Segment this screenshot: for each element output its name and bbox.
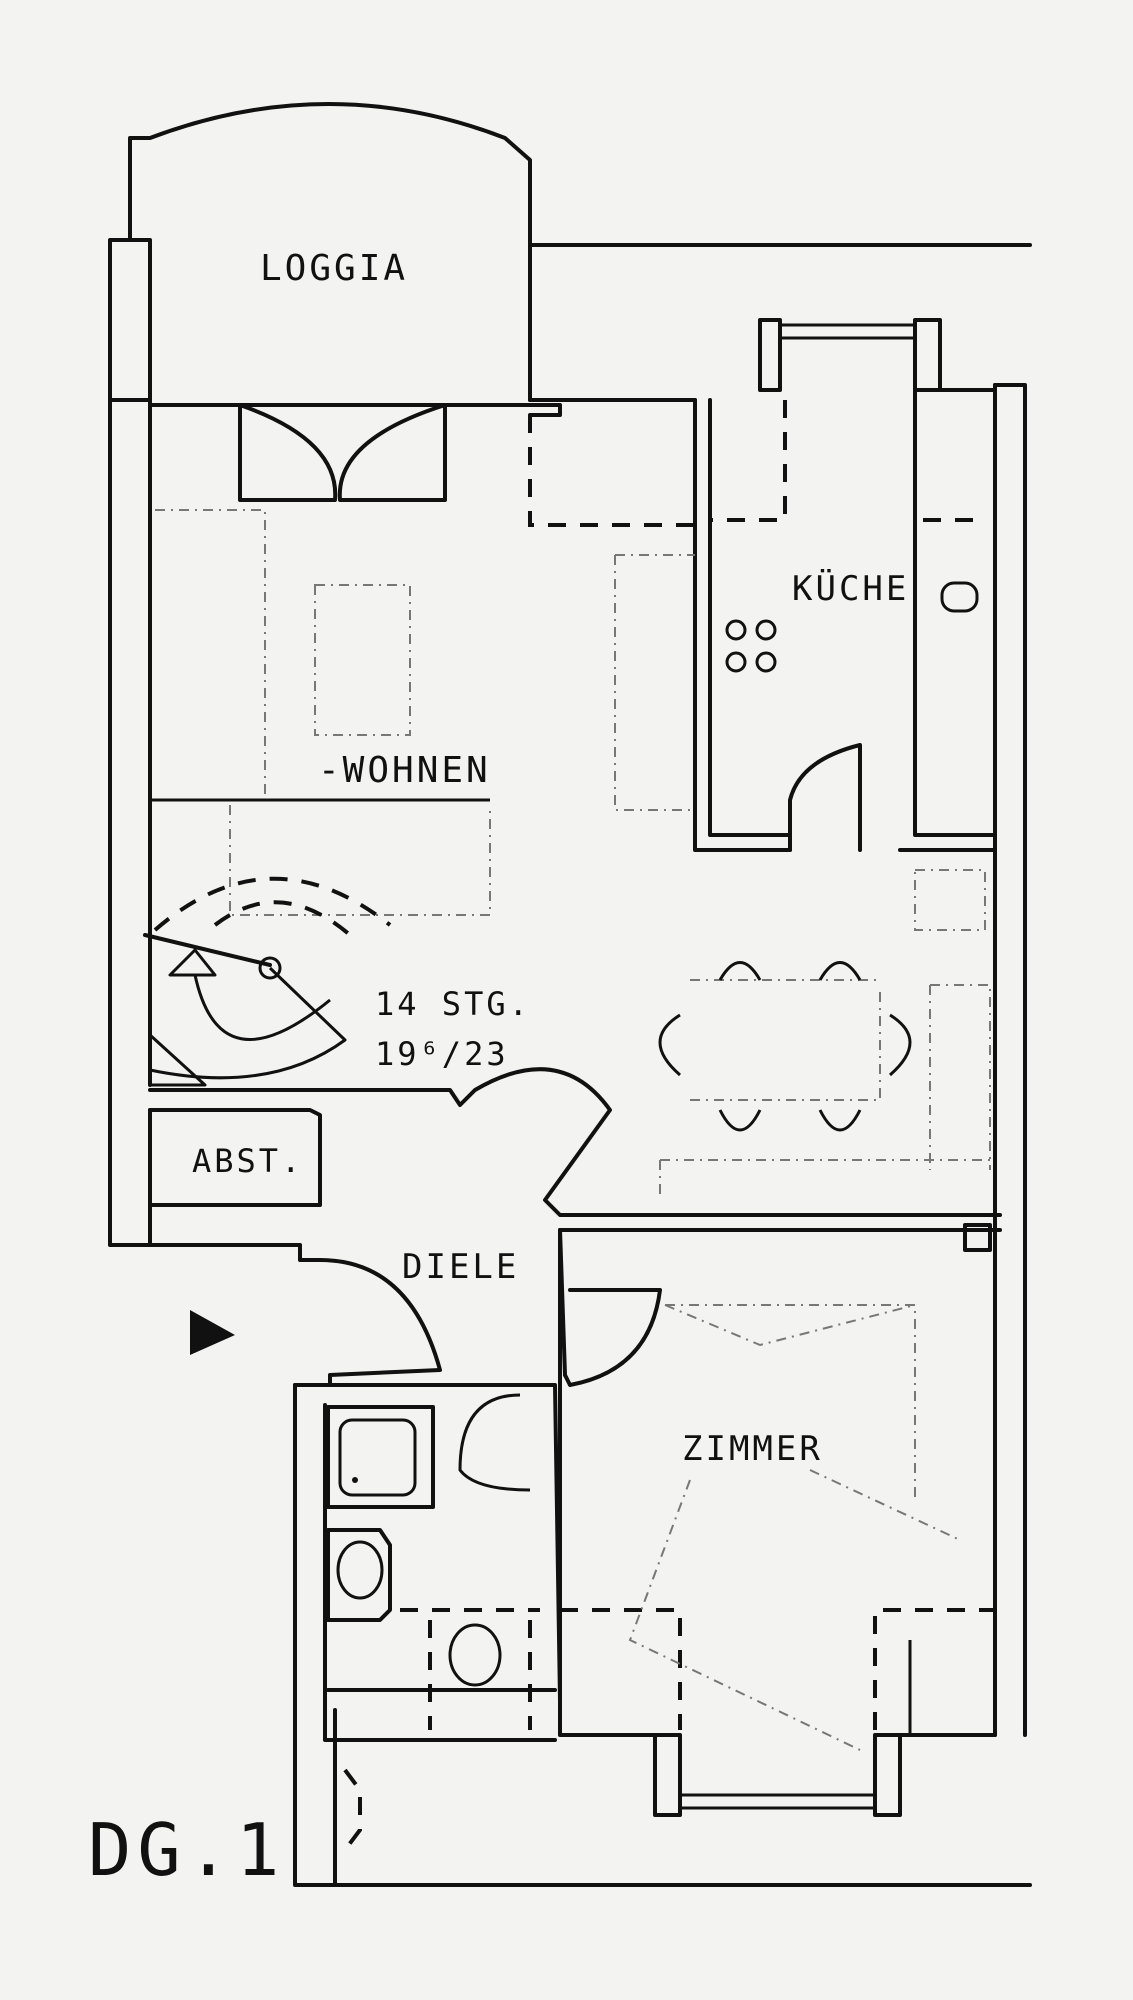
bathroom [293,1383,562,1852]
stairs-label-ratio: 19⁶/23 [375,1035,509,1073]
room-label-diele: DIELE [402,1247,519,1287]
zimmer [558,1228,997,1817]
stairs [143,876,1002,1217]
room-label-kueche: KÜCHE [792,568,909,609]
kitchen [693,318,997,852]
entrance-arrow-icon [190,1310,235,1355]
room-label-loggia: LOGGIA [260,248,408,289]
wohnen-furniture [150,403,991,1200]
stairs-label-count: 14 STG. [375,985,531,1023]
room-label-wohnen: -WOHNEN [318,750,491,791]
room-label-zimmer: ZIMMER [682,1429,823,1469]
loggia [108,102,1032,417]
room-label-abstellraum: ABST. [192,1142,303,1180]
outer-walls [108,383,1032,1887]
abstellraum [148,1108,322,1247]
unit-label: DG.1 [88,1808,285,1892]
